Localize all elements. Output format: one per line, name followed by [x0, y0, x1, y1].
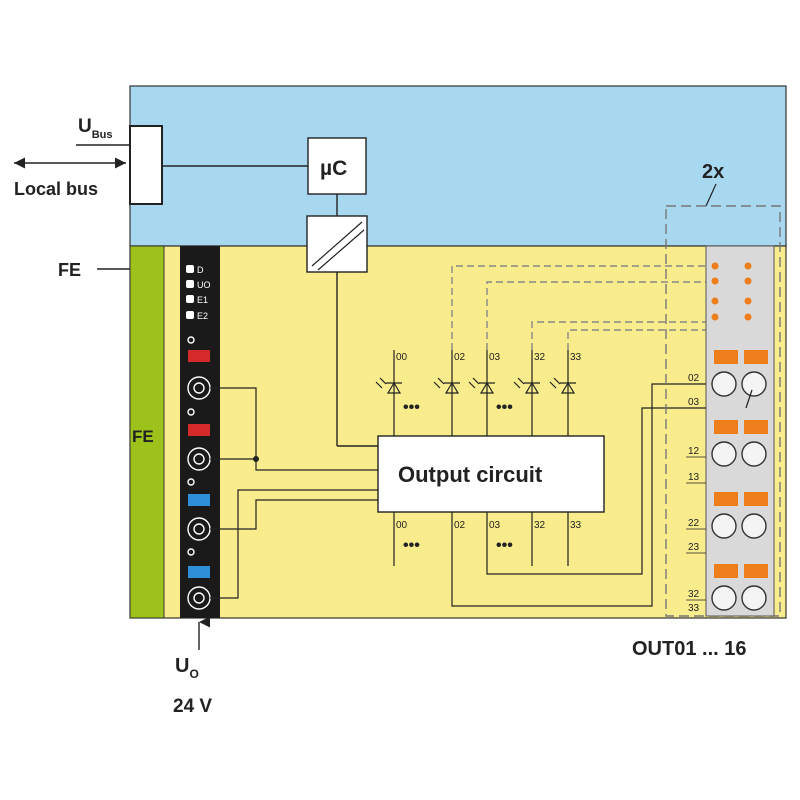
terminal-numbers: 02 03 12 13 22 23 32 33 [686, 373, 706, 614]
microcontroller-label: µC [320, 157, 347, 180]
fe-rail-label: FE [132, 427, 154, 446]
channel-top-02: 02 [454, 352, 466, 363]
channel-bottom-32: 32 [534, 520, 546, 531]
svg-text:22: 22 [688, 518, 700, 529]
microcontroller-block [307, 137, 367, 195]
channel-top-00: 00 [396, 352, 408, 363]
multiplier-label: 2x [702, 161, 724, 183]
svg-text:13: 13 [688, 472, 700, 483]
svg-text:33: 33 [688, 603, 700, 614]
channel-lines-bottom [393, 383, 746, 607]
channel-bottom-03: 03 [489, 520, 501, 531]
bus-connector [129, 125, 163, 205]
fe-label: FE [58, 260, 81, 280]
diagnostic-leds: D UO E1 E2 [186, 265, 211, 321]
ellipsis-bottom-1: ••• [403, 537, 420, 554]
repeat-group-outline [665, 205, 781, 617]
svg-text:02: 02 [688, 373, 700, 384]
svg-text:D: D [197, 265, 204, 275]
svg-text:03: 03 [688, 397, 700, 408]
svg-text:12: 12 [688, 446, 700, 457]
svg-text:32: 32 [688, 589, 700, 600]
uo-label: UO [175, 655, 199, 681]
ellipsis-top-2: ••• [496, 399, 513, 416]
ellipsis-bottom-2: ••• [496, 537, 513, 554]
terminal-status-leds [711, 262, 752, 321]
io-area [129, 245, 787, 619]
svg-text:E2: E2 [197, 311, 208, 321]
channel-top-32: 32 [534, 352, 546, 363]
svg-text:E1: E1 [197, 295, 208, 305]
out-range-label: OUT01 ... 16 [632, 638, 747, 660]
ellipsis-top-1: ••• [403, 399, 420, 416]
terminal-pairs [711, 350, 768, 611]
svg-text:UO: UO [197, 280, 211, 290]
led-wiring-dashed [451, 265, 708, 350]
channel-top-03: 03 [489, 352, 501, 363]
fe-rail [129, 245, 165, 619]
status-led-symbols [375, 377, 576, 394]
output-circuit-label: Output circuit [398, 462, 543, 487]
u-bus-label: UBus [78, 116, 113, 141]
supply-wiring [210, 387, 378, 599]
channel-bottom-02: 02 [454, 520, 466, 531]
voltage-label: 24 V [173, 696, 212, 717]
channel-bottom-00: 00 [396, 520, 408, 531]
channel-bottom-33: 33 [570, 520, 582, 531]
output-circuit-block [377, 435, 605, 513]
local-bus-label: Local bus [14, 179, 98, 199]
channel-top-33: 33 [570, 352, 582, 363]
svg-text:23: 23 [688, 542, 700, 553]
